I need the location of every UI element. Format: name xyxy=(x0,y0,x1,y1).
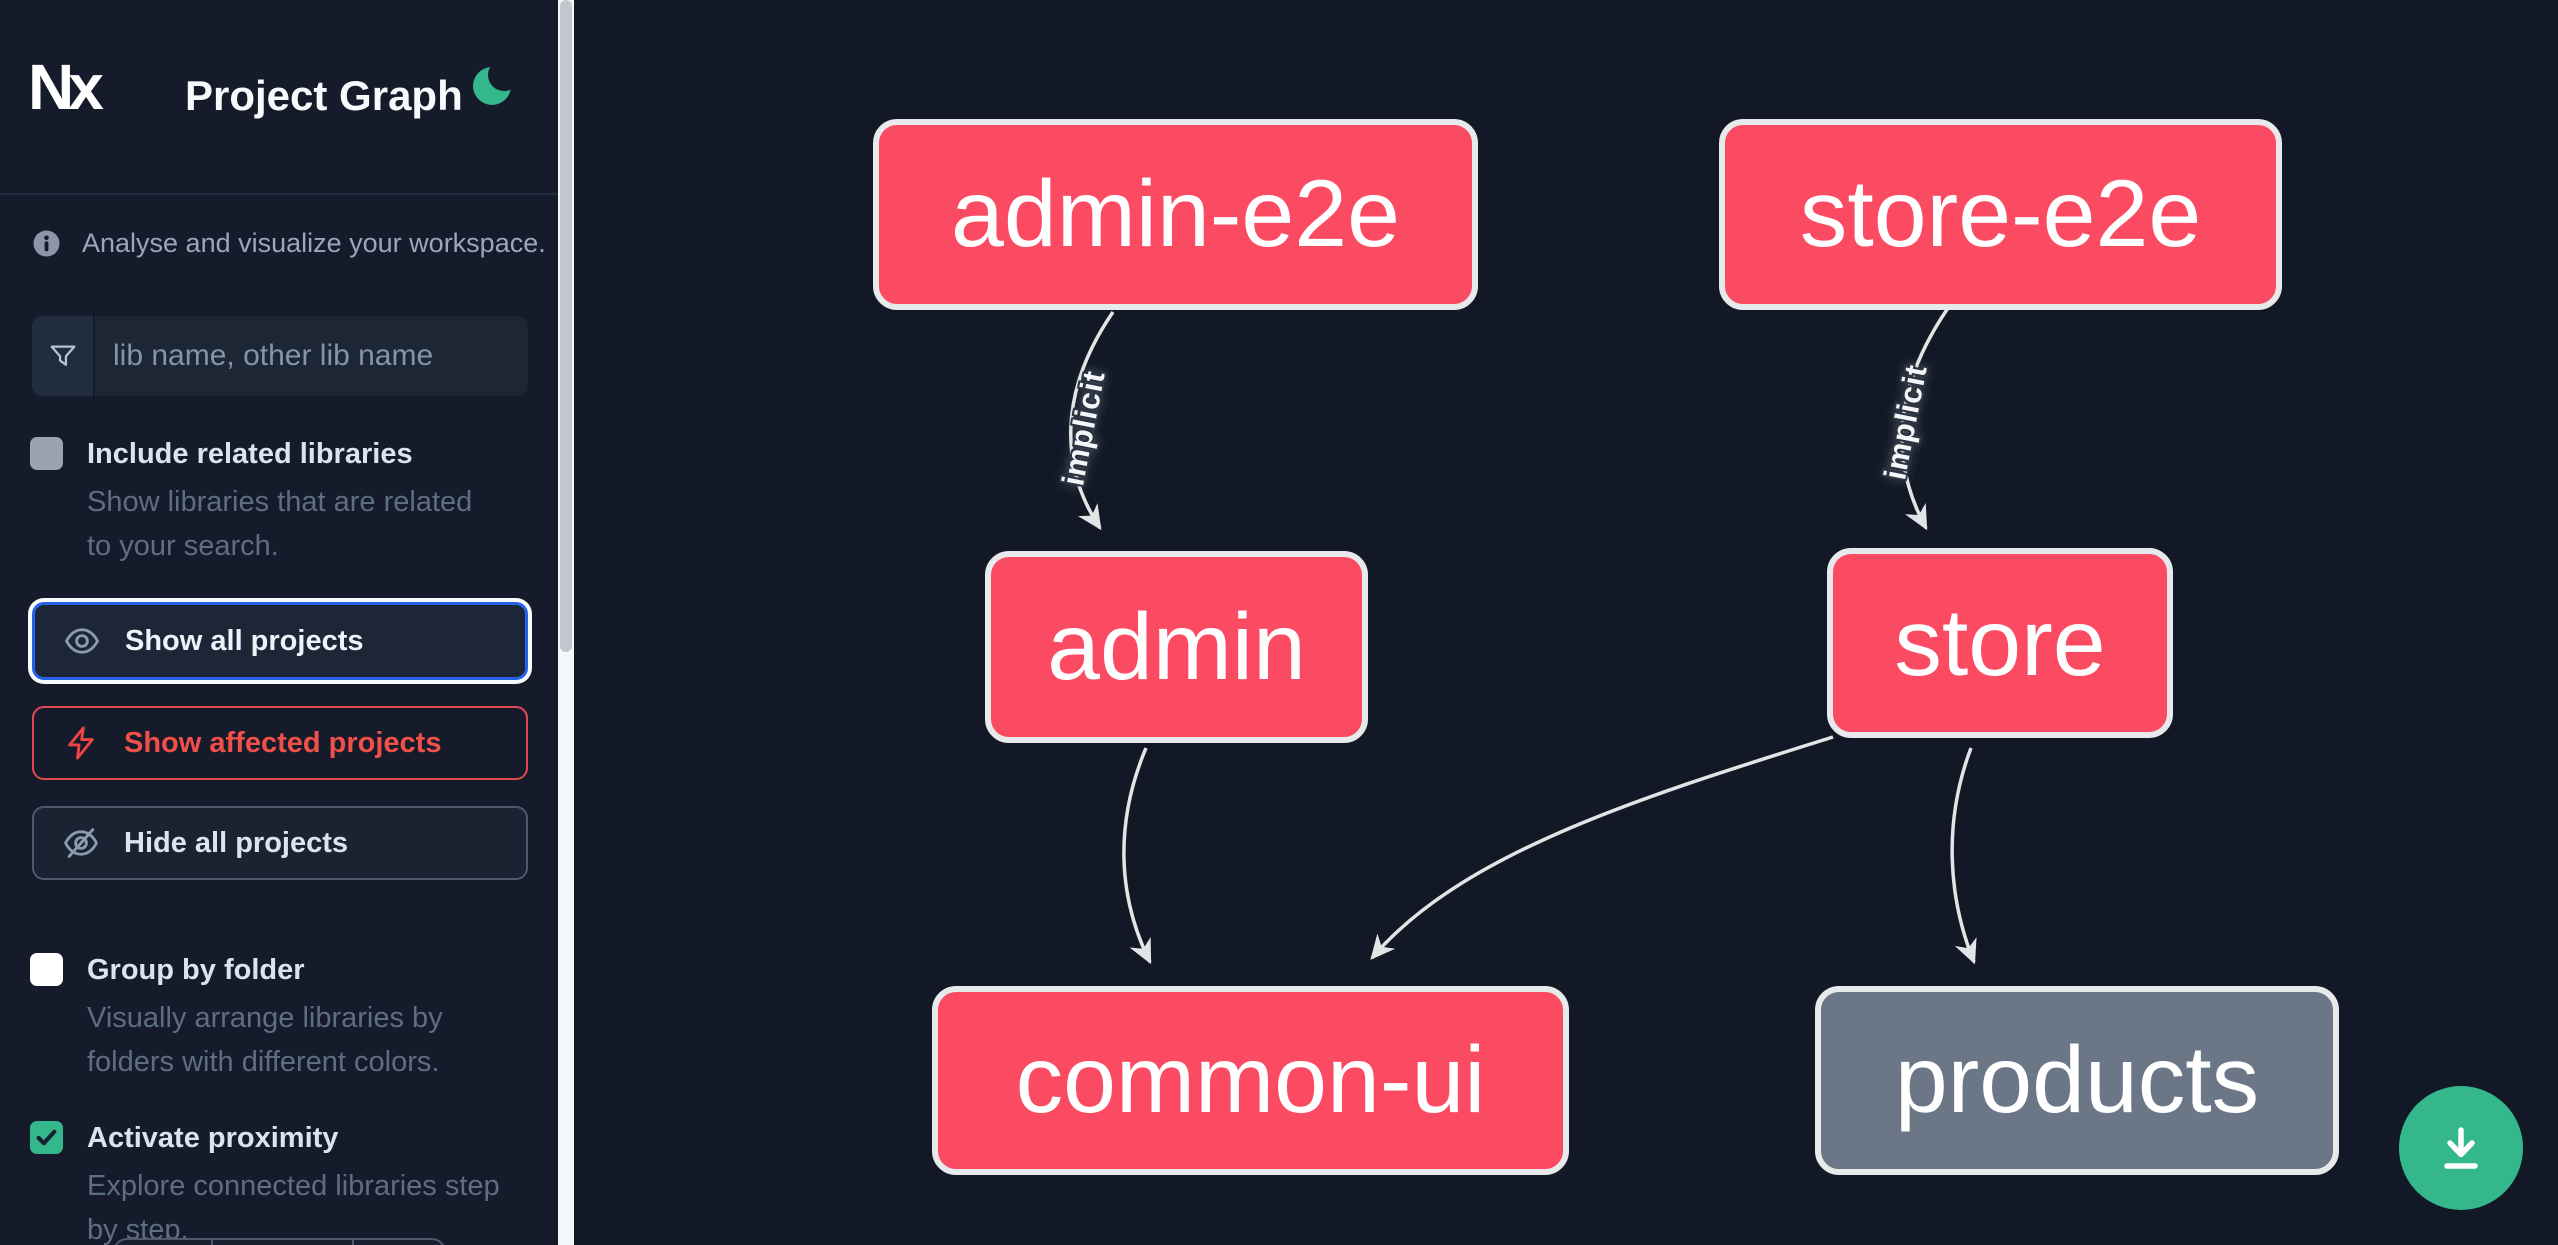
download-image-button[interactable] xyxy=(2399,1086,2523,1210)
sidebar-scrollbar-thumb[interactable] xyxy=(560,0,572,652)
option-description: Explore connected libraries step by step… xyxy=(87,1170,500,1245)
include-related-checkbox[interactable] xyxy=(30,437,63,470)
edge-store-e2e-to-store[interactable] xyxy=(1900,307,1950,531)
option-include-related-libraries: Include related libraries Show libraries… xyxy=(30,436,508,568)
show-all-projects-button[interactable]: Show all projects xyxy=(32,602,528,680)
graph-node-products[interactable]: products xyxy=(1815,986,2339,1175)
funnel-icon xyxy=(47,340,79,372)
hide-all-projects-button[interactable]: Hide all projects xyxy=(32,806,528,880)
option-description: Visually arrange libraries by folders wi… xyxy=(87,1002,443,1078)
hide-all-projects-label: Hide all projects xyxy=(124,826,349,859)
nx-logo[interactable]: Nx xyxy=(28,51,104,123)
page-title: Project Graph xyxy=(185,72,463,119)
option-label[interactable]: Activate proximity xyxy=(87,1122,339,1154)
search-box xyxy=(32,316,528,396)
info-icon xyxy=(33,230,60,257)
graph-node-admin[interactable]: admin xyxy=(985,551,1368,743)
option-activate-proximity: Activate proximity Explore connected lib… xyxy=(30,1120,508,1245)
edge-admin-e2e-to-admin[interactable] xyxy=(1069,311,1115,531)
bolt-icon xyxy=(62,724,100,762)
show-affected-projects-button[interactable]: Show affected projects xyxy=(32,706,528,780)
moon-icon xyxy=(470,60,518,108)
graph-node-admin-e2e[interactable]: admin-e2e xyxy=(873,119,1478,310)
graph-node-store-e2e[interactable]: store-e2e xyxy=(1719,119,2282,310)
download-icon xyxy=(2433,1120,2489,1176)
show-all-projects-label: Show all projects xyxy=(125,624,364,657)
stepper-divider xyxy=(352,1240,354,1245)
group-by-folder-checkbox[interactable] xyxy=(30,953,63,986)
edge-admin-to-common-ui[interactable] xyxy=(1122,747,1152,965)
graph-node-common-ui[interactable]: common-ui xyxy=(932,986,1569,1175)
sidebar: Nx Project Graph Analyse and visualize y… xyxy=(0,0,558,1245)
stepper-divider xyxy=(211,1240,213,1245)
sidebar-scrollbar-track[interactable] xyxy=(558,0,574,1245)
edge-store-to-common-ui[interactable] xyxy=(1370,735,1834,960)
graph-node-store[interactable]: store xyxy=(1827,548,2173,738)
show-affected-projects-label: Show affected projects xyxy=(124,726,442,759)
option-group-by-folder: Group by folder Visually arrange librari… xyxy=(30,952,508,1084)
theme-toggle-button[interactable] xyxy=(470,60,518,108)
option-label[interactable]: Include related libraries xyxy=(87,438,413,470)
checkmark-icon xyxy=(34,1125,59,1150)
filter-icon-cell xyxy=(32,316,95,396)
activate-proximity-checkbox[interactable] xyxy=(30,1121,63,1154)
option-label[interactable]: Group by folder xyxy=(87,954,305,986)
eye-icon xyxy=(63,622,101,660)
header-divider xyxy=(0,193,558,195)
search-input[interactable] xyxy=(95,316,528,396)
option-description: Show libraries that are related to your … xyxy=(87,486,473,562)
workspace-info-text: Analyse and visualize your workspace. xyxy=(82,228,546,258)
proximity-stepper[interactable] xyxy=(113,1238,446,1245)
eye-slash-icon xyxy=(62,824,100,862)
edge-store-to-products[interactable] xyxy=(1950,747,1977,965)
